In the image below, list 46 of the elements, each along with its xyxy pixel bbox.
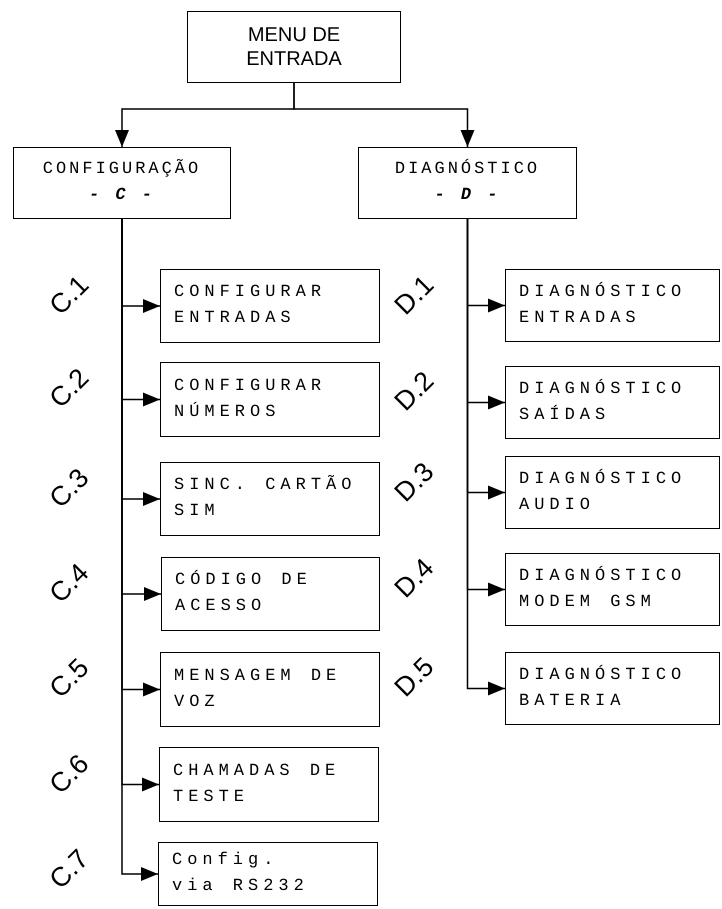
box-label: MENSAGEM DE VOZ (174, 666, 342, 714)
box-label: CONFIGURAR NÚMEROS (174, 376, 328, 424)
box-label: DIAGNÓSTICO SAÍDAS (519, 378, 688, 426)
section-code: - C - (88, 185, 156, 207)
box-label: Config. via RS232 (172, 850, 310, 898)
menu-item-box (158, 842, 378, 906)
connector-arrow (293, 83, 474, 147)
box-label: CHAMADAS DE TESTE (173, 760, 342, 808)
box-label: DIAGNÓSTICO ENTRADAS (519, 280, 688, 330)
menu-box (187, 11, 401, 83)
menu-item-box (505, 366, 720, 439)
box-label: CÓDIGO DE ACESSO (175, 568, 313, 618)
item-number: D.4 (388, 552, 440, 604)
section-code: - D - (433, 185, 502, 207)
item-number: C.4 (44, 558, 94, 608)
item-number: D.2 (388, 366, 440, 416)
item-number: C.2 (44, 362, 94, 414)
item-number: D.1 (388, 270, 440, 320)
item-number: C.5 (44, 652, 94, 704)
item-number: D.3 (388, 456, 440, 508)
menu-item-box (160, 462, 380, 536)
item-number: C.1 (44, 270, 94, 320)
menu-item-box (505, 652, 720, 725)
menu-item-box (505, 553, 720, 626)
category-box (13, 147, 231, 219)
menu-item-box (505, 269, 720, 342)
box-title: MENU DE ENTRADA (245, 23, 343, 71)
box-label: SINC. CARTÃO SIM (174, 474, 358, 523)
menu-item-box (160, 269, 380, 343)
item-number: D.5 (388, 652, 440, 702)
box-label: CONFIGURAR ENTRADAS (174, 282, 328, 330)
connector-arrow (466, 219, 505, 696)
item-number: C.7 (44, 844, 94, 894)
box-label: DIAGNÓSTICO MODEM GSM (519, 564, 688, 614)
menu-item-box (160, 362, 380, 437)
item-number: C.3 (44, 462, 94, 514)
box-label: DIAGNÓSTICO AUDIO (519, 468, 688, 516)
menu-item-box (505, 456, 720, 529)
menu-item-box (159, 747, 379, 822)
box-label: DIAGNÓSTICO BATERIA (519, 664, 688, 712)
category-box (358, 147, 577, 219)
box-title: DIAGNÓSTICO (394, 158, 542, 181)
item-number: C.6 (44, 748, 94, 800)
menu-item-box (160, 652, 380, 727)
menu-item-box (161, 557, 380, 631)
box-title: CONFIGURAÇÃO (42, 158, 202, 181)
